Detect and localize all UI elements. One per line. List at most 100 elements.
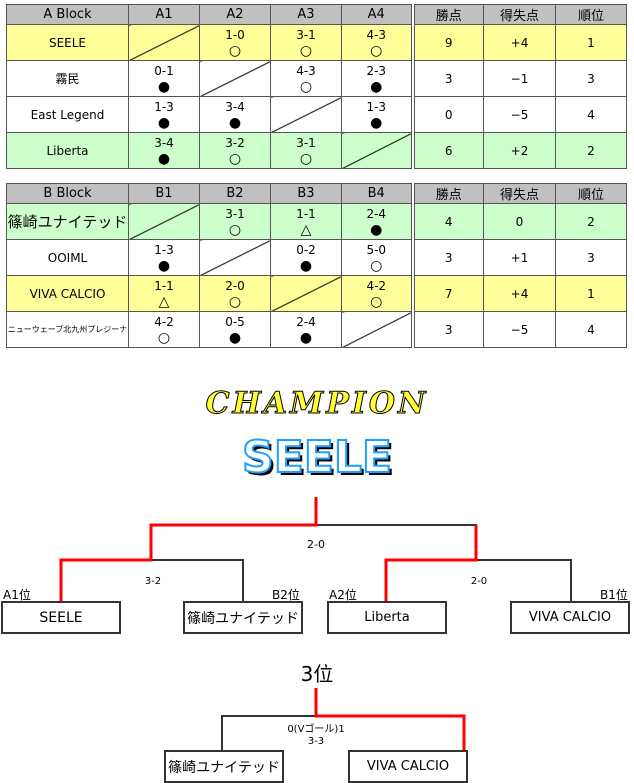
- match-cell: 3-4●: [128, 132, 200, 169]
- self-match-cell: [341, 132, 413, 169]
- team-name: SEELE: [6, 24, 129, 61]
- match-score: 3-1: [296, 27, 316, 42]
- header-cell: 得失点: [483, 4, 556, 25]
- goal-diff-cell: +1: [483, 239, 556, 276]
- header-cell: 勝点: [410, 4, 484, 25]
- match-score: 1-3: [366, 99, 387, 114]
- match-score: 1-1: [296, 206, 316, 221]
- match-cell: 4-2○: [128, 311, 200, 348]
- header-cell: B4: [341, 183, 413, 204]
- match-score: 1-3: [154, 99, 174, 114]
- goal-diff-cell: −1: [483, 60, 556, 97]
- match-score: 4-2: [154, 314, 174, 329]
- rank-cell: 2: [555, 132, 627, 169]
- points-cell: 3: [410, 60, 484, 97]
- match-cell: 5-0○: [341, 239, 413, 276]
- result-mark-icon: ○: [299, 42, 313, 59]
- team-box: SEELE: [1, 601, 121, 634]
- result-mark-icon: ○: [299, 78, 313, 95]
- header-cell: A2: [199, 4, 271, 25]
- self-match-cell: [341, 311, 413, 348]
- result-mark-icon: △: [158, 293, 170, 310]
- result-mark-icon: ●: [228, 329, 242, 346]
- result-mark-icon: ●: [157, 78, 171, 95]
- champion-title: CHAMPION: [205, 386, 429, 422]
- match-cell: 3-2○: [199, 132, 271, 169]
- result-mark-icon: ○: [370, 42, 383, 59]
- match-score: 0-2: [296, 242, 316, 257]
- champion-team: SEELE: [241, 431, 393, 484]
- team-box: VIVA CALCIO: [348, 750, 468, 783]
- result-mark-icon: ○: [299, 150, 313, 167]
- points-cell: 3: [410, 311, 484, 348]
- result-mark-icon: ○: [157, 329, 171, 346]
- match-score: 1-3: [154, 242, 174, 257]
- match-score: 3-1: [225, 206, 245, 221]
- third-score: 3-3: [307, 736, 325, 747]
- result-mark-icon: ●: [299, 329, 313, 346]
- header-cell: B3: [270, 183, 342, 204]
- match-score: 2-4: [296, 314, 316, 329]
- goal-diff-cell: −5: [483, 96, 556, 133]
- seed-label: B1位: [600, 588, 628, 602]
- result-mark-icon: ●: [370, 114, 383, 131]
- match-cell: 2-4●: [270, 311, 342, 348]
- header-cell: A1: [128, 4, 200, 25]
- match-score: 2-0: [225, 278, 245, 293]
- goal-diff-cell: +4: [483, 24, 556, 61]
- team-name: ニューウェーブ北九州プレジーナ: [6, 311, 129, 348]
- self-match-cell: [199, 239, 271, 276]
- match-cell: 1-3●: [128, 239, 200, 276]
- team-name: East Legend: [6, 96, 129, 133]
- result-mark-icon: ○: [370, 293, 383, 310]
- team-box: 篠崎ユナイテッド: [183, 601, 303, 634]
- goal-diff-cell: 0: [483, 203, 556, 240]
- team-name: 霧民: [6, 60, 129, 97]
- team-box: 篠崎ユナイテッド: [164, 750, 284, 783]
- self-match-cell: [270, 96, 342, 133]
- header-cell: A Block: [6, 4, 129, 25]
- match-score: 4-2: [366, 278, 387, 293]
- header-cell: B1: [128, 183, 200, 204]
- result-mark-icon: ●: [157, 150, 171, 167]
- match-cell: 2-4●: [341, 203, 413, 240]
- result-mark-icon: ○: [228, 221, 242, 238]
- rank-cell: 3: [555, 60, 627, 97]
- match-score: 2-4: [366, 206, 387, 221]
- team-name: 篠崎ユナイテッド: [6, 203, 129, 240]
- match-cell: 1-0○: [199, 24, 271, 61]
- result-mark-icon: ○: [228, 293, 242, 310]
- result-mark-icon: △: [300, 221, 312, 238]
- match-score: 1-1: [154, 278, 174, 293]
- match-score: 3-2: [225, 135, 245, 150]
- match-score: 3-4: [225, 99, 245, 114]
- match-cell: 3-4●: [199, 96, 271, 133]
- match-cell: 3-1○: [199, 203, 271, 240]
- points-cell: 4: [410, 203, 484, 240]
- team-box: VIVA CALCIO: [510, 601, 630, 634]
- semi1-score: 3-2: [144, 576, 162, 587]
- result-mark-icon: ○: [228, 42, 242, 59]
- self-match-cell: [128, 24, 200, 61]
- match-cell: 2-0○: [199, 275, 271, 312]
- points-cell: 0: [410, 96, 484, 133]
- match-score: 1-0: [225, 27, 245, 42]
- goal-diff-cell: −5: [483, 311, 556, 348]
- match-cell: 4-3○: [270, 60, 342, 97]
- self-match-cell: [128, 203, 200, 240]
- match-cell: 1-1△: [270, 203, 342, 240]
- match-cell: 4-2○: [341, 275, 413, 312]
- result-mark-icon: ●: [228, 114, 242, 131]
- match-cell: 0-1●: [128, 60, 200, 97]
- match-score: 3-4: [154, 135, 174, 150]
- self-match-cell: [199, 60, 271, 97]
- match-score: 0-5: [225, 314, 245, 329]
- result-mark-icon: ●: [370, 78, 383, 95]
- header-cell: 勝点: [410, 183, 484, 204]
